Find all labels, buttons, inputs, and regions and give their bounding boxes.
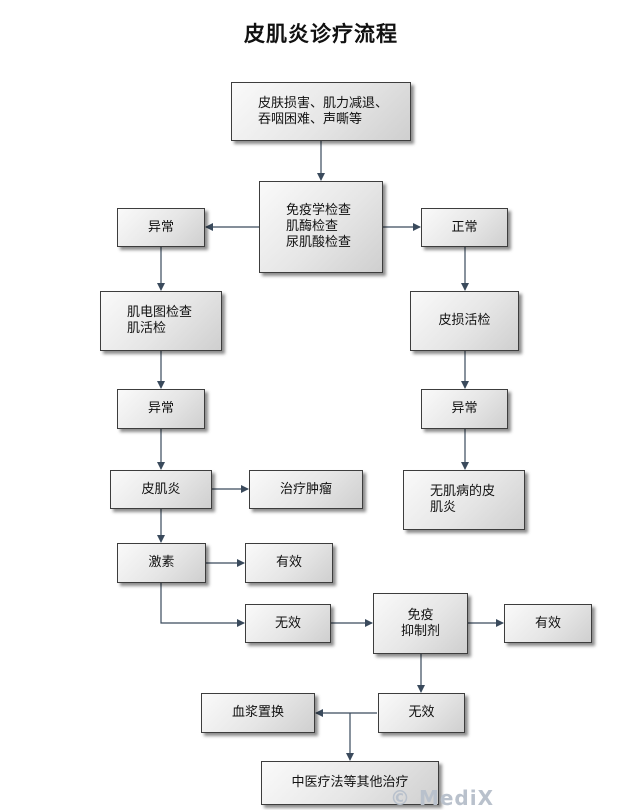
node-emg-biopsy-label: 肌电图检查 肌活检	[127, 305, 193, 336]
node-plasma-exchange: 血浆置换	[201, 693, 315, 733]
node-effective-2: 有效	[504, 604, 592, 643]
node-immunosuppressant: 免疫 抑制剂	[373, 593, 468, 654]
node-lab-tests: 免疫学检查 肌酶检查 尿肌酸检查	[259, 181, 383, 273]
watermark: © MediX	[390, 786, 495, 810]
node-plasma-exchange-label: 血浆置换	[231, 705, 284, 720]
node-symptoms-label: 皮肤损害、肌力减退、 吞咽困难、声嘶等	[258, 95, 389, 127]
node-symptoms: 皮肤损害、肌力减退、 吞咽困难、声嘶等	[231, 82, 411, 141]
node-abnormal-right-2: 异常	[421, 389, 508, 429]
page-title: 皮肌炎诊疗流程	[244, 22, 398, 46]
node-tcm-other: 中医疗法等其他治疗	[261, 761, 439, 805]
node-ineffective-1: 无效	[245, 604, 331, 643]
node-tumor-treatment-label: 治疗肿瘤	[279, 481, 332, 497]
node-immunosuppressant-label: 免疫 抑制剂	[400, 607, 440, 639]
node-hormone-label: 激素	[148, 555, 175, 570]
node-ineffective-2-label: 无效	[408, 705, 435, 720]
node-effective-2-label: 有效	[534, 615, 561, 631]
node-abnormal-left: 异常	[117, 208, 205, 247]
node-normal-right: 正常	[421, 208, 508, 247]
node-tcm-other-label: 中医疗法等其他治疗	[291, 775, 409, 790]
node-abnormal-left-2-label: 异常	[147, 401, 174, 416]
node-ineffective-2: 无效	[378, 693, 465, 733]
node-skin-biopsy: 皮损活检	[410, 291, 519, 351]
arrow-hormone-to-ineffective	[160, 583, 245, 627]
node-abnormal-right-2-label: 异常	[451, 401, 478, 416]
node-emg-biopsy: 肌电图检查 肌活检	[100, 291, 222, 351]
node-abnormal-left-label: 异常	[147, 219, 174, 235]
node-skin-biopsy-label: 皮损活检	[438, 313, 491, 328]
node-abnormal-left-2: 异常	[117, 389, 205, 429]
node-dermatomyositis: 皮肌炎	[110, 470, 212, 509]
node-amyopathic-dm: 无肌病的皮 肌炎	[403, 470, 525, 530]
node-normal-right-label: 正常	[451, 219, 478, 235]
node-effective-1: 有效	[245, 543, 333, 583]
node-hormone: 激素	[117, 543, 206, 583]
node-lab-tests-label: 免疫学检查 肌酶检查 尿肌酸检查	[286, 203, 352, 250]
node-tumor-treatment: 治疗肿瘤	[249, 470, 363, 509]
node-ineffective-1-label: 无效	[274, 615, 301, 631]
node-amyopathic-dm-label: 无肌病的皮 肌炎	[430, 484, 496, 515]
node-dermatomyositis-label: 皮肌炎	[141, 481, 181, 497]
node-effective-1-label: 有效	[275, 555, 302, 570]
